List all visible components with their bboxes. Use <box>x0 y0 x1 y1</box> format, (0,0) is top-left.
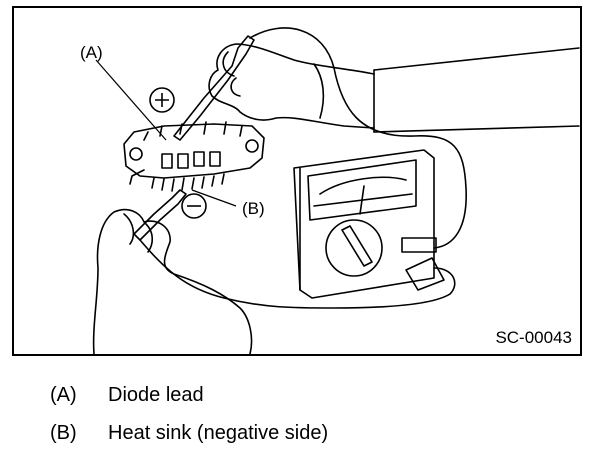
legend-item: (A) Diode lead <box>50 384 328 422</box>
diagram-frame: (A) (B) SC-00043 <box>12 6 582 356</box>
callout-b-label: (B) <box>242 199 265 218</box>
positive-symbol <box>149 87 175 113</box>
legend: (A) Diode lead (B) Heat sink (negative s… <box>50 384 328 460</box>
negative-probe <box>133 189 456 309</box>
rectifier-assembly <box>123 121 265 192</box>
legend-text: Heat sink (negative side) <box>108 422 329 444</box>
callout-a-leader <box>95 59 167 141</box>
multimeter <box>293 149 445 299</box>
legend-key: (A) <box>50 384 77 406</box>
negative-symbol <box>181 193 207 219</box>
callout-a-label: (A) <box>80 43 103 62</box>
reference-code: SC-00043 <box>495 328 572 347</box>
legend-text: Diode lead <box>108 384 204 406</box>
positive-probe <box>173 27 467 249</box>
ohmmeter-diode-test-illustration <box>92 27 580 354</box>
legend-key: (B) <box>50 422 77 444</box>
lower-hand <box>92 208 253 354</box>
legend-item: (B) Heat sink (negative side) <box>50 422 328 460</box>
callout-b-leader <box>191 189 237 207</box>
upper-hand <box>208 43 580 133</box>
